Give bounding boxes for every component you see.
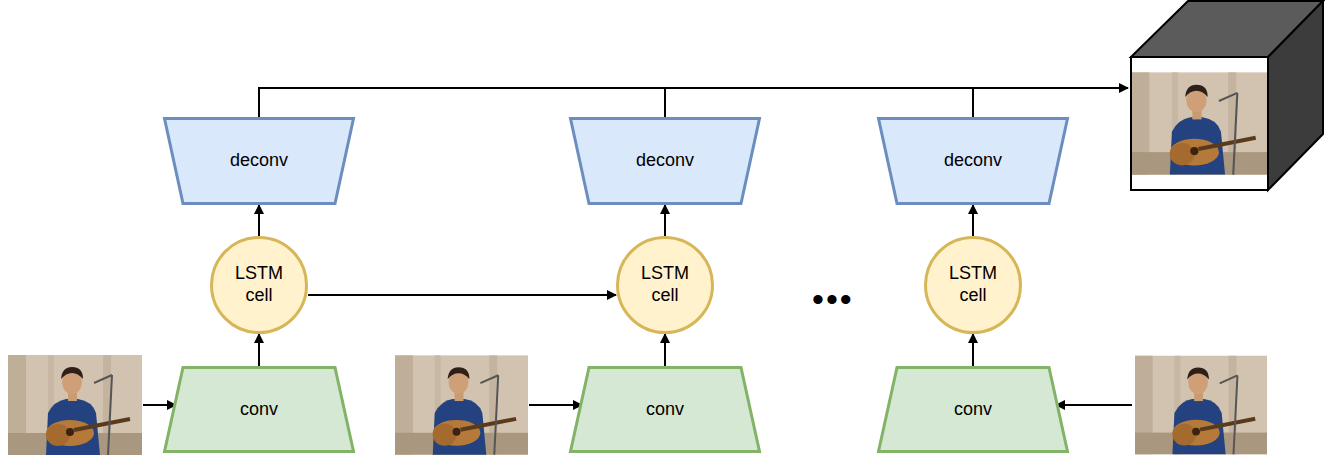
flow-arrow — [972, 334, 974, 366]
conv-block: conv — [877, 366, 1069, 453]
lstm-cell: LSTM cell — [616, 236, 714, 334]
lstm-cell: LSTM cell — [924, 236, 1022, 334]
ellipsis-mark: ••• — [812, 282, 854, 316]
output-line — [664, 88, 666, 117]
input-arrow — [529, 404, 582, 406]
node-label: LSTM cell — [943, 263, 1003, 306]
node-label: deconv — [944, 150, 1002, 172]
conv-block: conv — [569, 366, 761, 453]
node-label: conv — [240, 399, 278, 421]
deconv-block: deconv — [163, 117, 355, 205]
flow-arrow — [258, 205, 260, 236]
video-frame — [395, 355, 528, 454]
node-label: LSTM cell — [635, 263, 695, 306]
output-arrow — [258, 87, 1128, 89]
flow-arrow — [308, 294, 616, 296]
video-frame — [1135, 356, 1267, 455]
deconv-block: deconv — [569, 117, 761, 205]
deconv-block: deconv — [877, 117, 1069, 205]
node-label: deconv — [230, 150, 288, 172]
flow-arrow — [664, 334, 666, 366]
output-volume — [1131, 1, 1323, 190]
input-arrow — [1056, 404, 1132, 406]
node-label: conv — [646, 399, 684, 421]
output-line — [258, 88, 260, 117]
flow-arrow — [664, 205, 666, 236]
node-label: deconv — [636, 150, 694, 172]
lstm-cell: LSTM cell — [210, 236, 308, 334]
flow-arrow — [258, 334, 260, 366]
flow-arrow — [972, 205, 974, 236]
node-label: conv — [954, 399, 992, 421]
conv-block: conv — [163, 366, 355, 453]
output-line — [972, 88, 974, 117]
video-frame — [8, 355, 142, 455]
node-label: LSTM cell — [229, 263, 289, 306]
input-arrow — [143, 404, 176, 406]
